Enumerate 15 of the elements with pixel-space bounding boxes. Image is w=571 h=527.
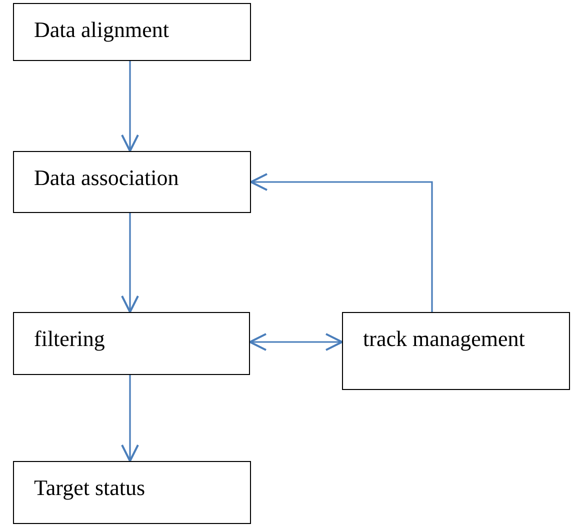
process-box bbox=[13, 151, 251, 213]
box-label: Data alignment bbox=[34, 16, 170, 44]
arrow bbox=[250, 173, 433, 312]
process-box bbox=[13, 312, 250, 375]
arrow bbox=[249, 333, 343, 351]
process-box bbox=[13, 461, 251, 524]
process-box bbox=[13, 3, 251, 61]
box-label: Target status bbox=[34, 474, 146, 502]
arrow bbox=[121, 213, 139, 313]
arrow bbox=[121, 375, 139, 462]
arrow bbox=[121, 61, 139, 152]
box-label: track management bbox=[363, 325, 526, 353]
process-box bbox=[342, 312, 570, 390]
box-label: filtering bbox=[34, 325, 106, 353]
box-label: Data association bbox=[34, 164, 180, 192]
